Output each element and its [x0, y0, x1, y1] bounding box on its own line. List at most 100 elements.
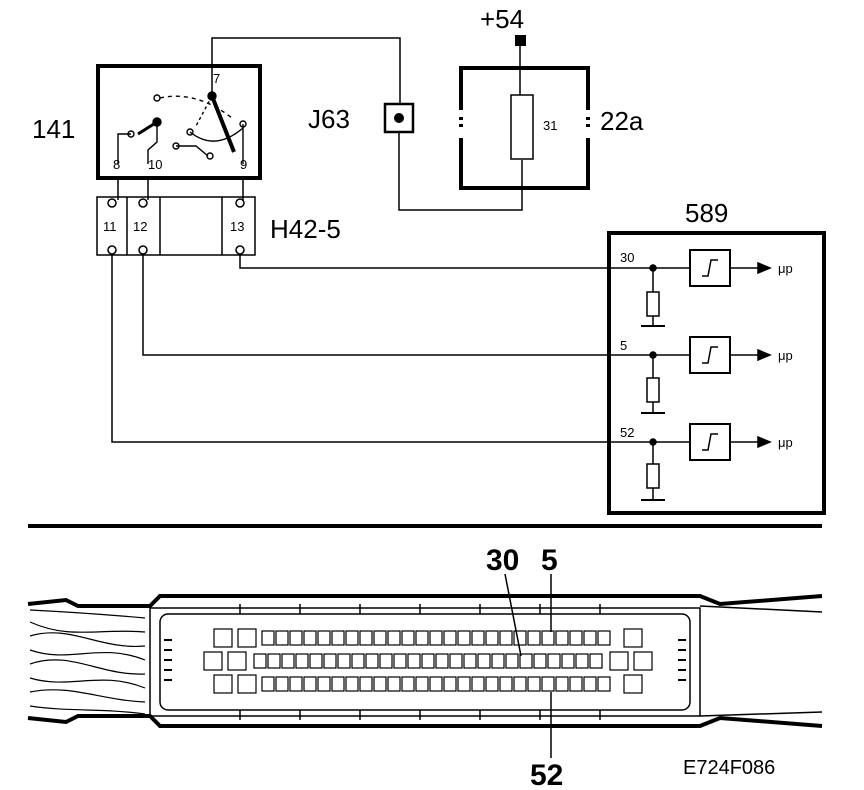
pin-cavity — [289, 630, 303, 646]
pin-cavity-large — [609, 651, 629, 671]
pin-cavity — [267, 653, 281, 669]
pin-cavity — [373, 676, 387, 692]
switch-pin-8: 8 — [113, 157, 120, 172]
pin-cavity-large — [237, 628, 257, 648]
pin-cavity — [309, 653, 323, 669]
pin-cavity — [289, 676, 303, 692]
pin-cavity — [253, 653, 267, 669]
pin-cavity — [463, 653, 477, 669]
pin-cavity — [471, 630, 485, 646]
pin-cavity — [569, 676, 583, 692]
ecu-input-channel-30 — [641, 249, 772, 327]
pin-cavity — [491, 653, 505, 669]
pin-cavity — [541, 630, 555, 646]
pin-cavity — [401, 676, 415, 692]
switch-pin-10: 10 — [148, 157, 162, 172]
switch-label: 141 — [32, 114, 75, 144]
block-pin-13: 13 — [230, 219, 244, 234]
pin-cavity — [331, 630, 345, 646]
pin-cavity — [457, 630, 471, 646]
pin-cavity — [303, 630, 317, 646]
pin-cavity — [351, 653, 365, 669]
supply-terminal — [515, 35, 526, 46]
pin-cavity — [415, 676, 429, 692]
ecu-input-channel-5 — [641, 336, 772, 414]
pin-cavity — [401, 630, 415, 646]
pin-cavity — [429, 676, 443, 692]
pin-cavity-large — [203, 651, 223, 671]
pin-cavity — [281, 653, 295, 669]
pin-cavity-large — [213, 628, 233, 648]
ecu-pin-5: 5 — [620, 338, 627, 353]
switch-pin-7: 7 — [213, 71, 220, 86]
pin-cavity — [471, 676, 485, 692]
wire-j63-to-relay — [398, 132, 523, 211]
connector-pin-label-5: 5 — [541, 544, 558, 577]
pin-cavity — [415, 630, 429, 646]
pin-cavity — [295, 653, 309, 669]
pin-cavity — [261, 630, 275, 646]
pin-cavity — [519, 653, 533, 669]
pin-cavity — [387, 676, 401, 692]
wire-switch-to-j63 — [211, 37, 401, 104]
pin-cavity — [505, 653, 519, 669]
ecu-pin-30: 30 — [620, 250, 634, 265]
switch-141-box — [96, 64, 262, 180]
wire-harness — [29, 609, 146, 715]
pin-cavity — [583, 676, 597, 692]
pin-cavity-large — [633, 651, 653, 671]
relay-coil — [510, 94, 534, 160]
pin-cavity — [457, 676, 471, 692]
block-pin-12: 12 — [133, 219, 147, 234]
pin-cavity — [499, 630, 513, 646]
pin-cavity — [589, 653, 603, 669]
connector-j63-label: J63 — [308, 104, 350, 134]
pin-cavity — [449, 653, 463, 669]
pin-cavity — [421, 653, 435, 669]
pin-cavity-large — [237, 674, 257, 694]
pin-cavity — [513, 676, 527, 692]
pin-cavity — [337, 653, 351, 669]
pin-cavity — [527, 630, 541, 646]
pin-cavity — [499, 676, 513, 692]
ecu-589-box — [607, 231, 826, 515]
pin-cavity — [569, 630, 583, 646]
pin-cavity — [387, 630, 401, 646]
pin-cavity — [379, 653, 393, 669]
pin-cavity — [373, 630, 387, 646]
pin-cavity — [317, 630, 331, 646]
ecu-input-channel-52 — [641, 423, 772, 501]
figure-reference: E724F086 — [683, 757, 775, 779]
pin-cavity — [541, 676, 555, 692]
pin-cavity — [547, 653, 561, 669]
pin-cavity — [485, 630, 499, 646]
pin-cavity — [435, 653, 449, 669]
ecu-output-label-52: μp — [778, 435, 793, 450]
pin-cavity — [365, 653, 379, 669]
ecu-label: 589 — [685, 198, 728, 228]
pin-cavity — [443, 630, 457, 646]
relay-pin-31: 31 — [543, 118, 557, 133]
pin-cavity — [275, 630, 289, 646]
connector-leader-lines — [504, 573, 552, 758]
pin-cavity-large — [227, 651, 247, 671]
pin-cavity — [527, 676, 541, 692]
block-label: H42-5 — [270, 214, 341, 244]
pin-cavity — [359, 676, 373, 692]
pin-cavity — [345, 676, 359, 692]
pin-cavity — [331, 676, 345, 692]
ecu-output-label-5: μp — [778, 348, 793, 363]
block-pin-11: 11 — [103, 219, 117, 234]
pin-cavity-large — [623, 674, 643, 694]
supply-label: +54 — [480, 4, 524, 34]
pin-cavity — [275, 676, 289, 692]
connector-pin-cavities — [203, 628, 653, 694]
ecu-pin-52: 52 — [620, 425, 634, 440]
pin-cavity — [345, 630, 359, 646]
relay-22a-box — [459, 66, 590, 190]
pin-cavity — [477, 653, 491, 669]
relay-label: 22a — [600, 106, 644, 136]
pin-cavity — [533, 653, 547, 669]
pin-cavity — [303, 676, 317, 692]
